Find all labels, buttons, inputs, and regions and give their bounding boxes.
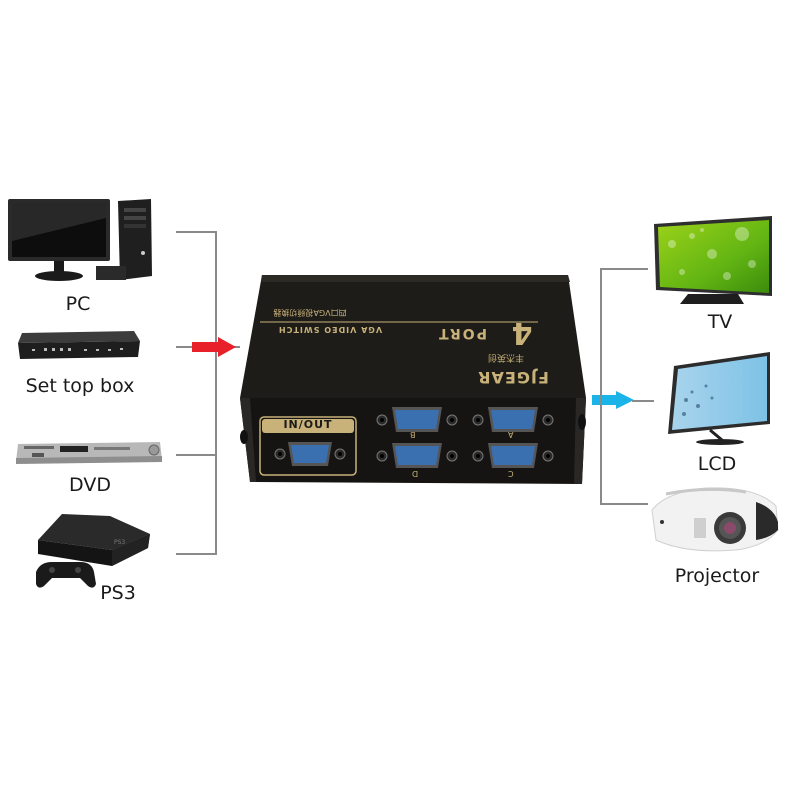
- port-label-d: D: [412, 469, 419, 478]
- pc-device: [6, 196, 156, 286]
- vga-port-b: [376, 407, 458, 432]
- input-bus-line: [215, 231, 217, 555]
- projector-device: [646, 482, 780, 558]
- lcd-monitor-icon: [668, 352, 770, 445]
- output-arrow-icon: [592, 391, 634, 409]
- input-arrow-icon: [192, 337, 236, 357]
- input-label-dvd: DVD: [69, 474, 111, 496]
- dvd-device: [14, 440, 164, 466]
- output-bus-line: [600, 268, 602, 504]
- desktop-computer-icon: [8, 199, 152, 281]
- vga-port-a: [472, 407, 554, 432]
- output-line-tv: [600, 268, 648, 270]
- output-line-projector: [600, 503, 648, 505]
- output-line-lcd: [632, 400, 654, 402]
- vga-switch-device: 4 PORT VGA VIDEO SWITCH 四口VGA视频切换器 FJGEA…: [236, 272, 588, 494]
- set-top-box-device: [16, 327, 141, 362]
- brand-logo: FJGEAR: [477, 368, 549, 387]
- tv-device: [652, 214, 774, 304]
- input-label-set-top-box: Set top box: [25, 375, 135, 397]
- port-count-text: 4: [511, 315, 533, 350]
- lcd-device: [666, 350, 772, 446]
- input-label-ps3: PS3: [100, 582, 136, 604]
- input-line-ps3: [176, 553, 216, 555]
- ps3-device: PS3: [30, 510, 155, 600]
- projector-icon: [651, 487, 779, 552]
- port-label-a: A: [508, 430, 514, 439]
- output-label-lcd: LCD: [697, 453, 737, 475]
- input-label-pc: PC: [65, 293, 91, 315]
- vga-port-inout: [274, 442, 346, 466]
- vga-port-c: [472, 443, 554, 468]
- brand-logo-cn: 丰杰英创: [488, 352, 525, 362]
- model-text: VGA VIDEO SWITCH: [277, 325, 383, 334]
- port-word-text: PORT: [437, 325, 487, 341]
- vga-port-d: [376, 443, 458, 468]
- svg-text:PS3: PS3: [114, 539, 125, 546]
- inout-label: IN/OUT: [283, 418, 333, 431]
- input-line-dvd: [176, 454, 216, 456]
- port-label-c: C: [508, 469, 514, 478]
- output-label-tv: TV: [707, 311, 733, 333]
- port-label-b: B: [410, 430, 416, 439]
- output-label-projector: Projector: [674, 565, 760, 587]
- model-text-cn: 四口VGA视频切换器: [273, 308, 347, 317]
- dvd-player-icon: [16, 442, 162, 464]
- tv-icon: [654, 216, 772, 304]
- set-top-box-icon: [18, 331, 140, 359]
- input-line-pc: [176, 231, 216, 233]
- game-console-icon: PS3: [36, 514, 150, 588]
